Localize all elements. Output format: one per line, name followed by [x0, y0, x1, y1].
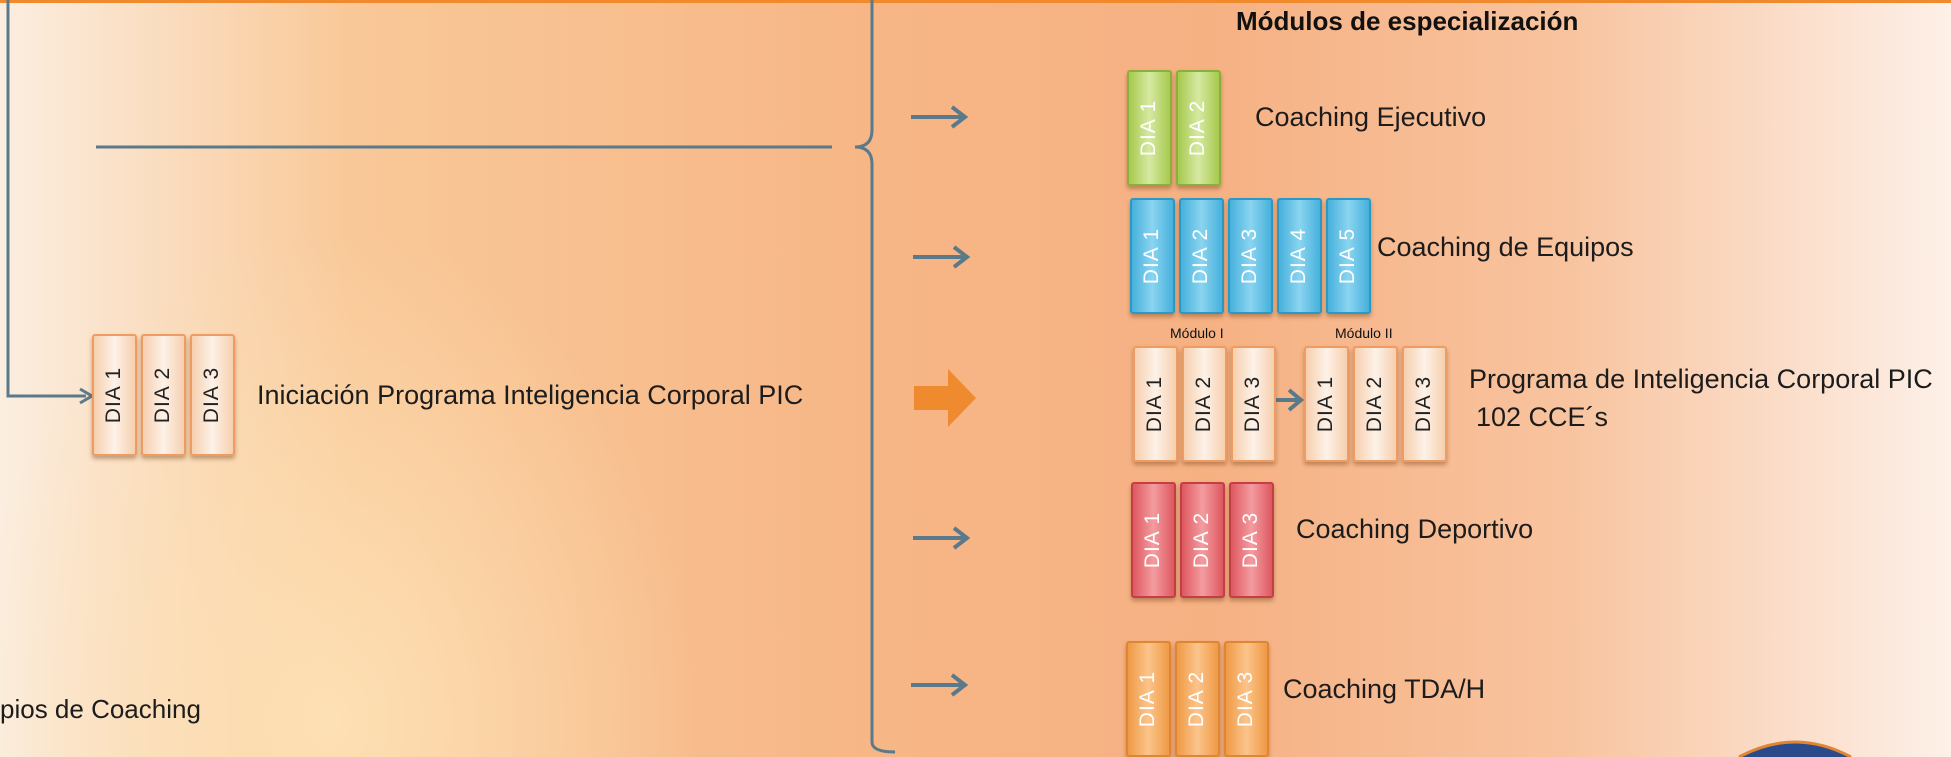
day-block: DIA 3	[1231, 346, 1276, 462]
highlight-arrow-icon	[914, 369, 976, 427]
day-block: DIA 4	[1277, 198, 1322, 314]
arrow-icon-equipos	[913, 245, 971, 269]
intro-label: Iniciación Programa Inteligencia Corpora…	[257, 380, 804, 410]
tdah-day-stack: DIA 1 DIA 2 DIA 3	[1126, 641, 1269, 757]
ejecutivo-day-stack: DIA 1 DIA 2	[1127, 70, 1221, 186]
intro-day-stack: DIA 1 DIA 2 DIA 3	[92, 334, 235, 456]
arrow-icon-tdah	[911, 673, 969, 697]
section-title: Módulos de especialización	[1236, 6, 1579, 36]
tdah-label: Coaching TDA/H	[1283, 674, 1486, 704]
arrow-icon-ejecutivo	[911, 105, 969, 129]
day-block: DIA 5	[1326, 198, 1371, 314]
day-label: DIA 5	[1336, 227, 1360, 285]
day-block: DIA 2	[1182, 346, 1227, 462]
day-label: DIA 4	[1287, 227, 1311, 285]
day-label: DIA 1	[1143, 375, 1167, 433]
day-block: DIA 1	[1126, 641, 1171, 757]
day-block: DIA 3	[190, 334, 235, 456]
pic-label-line1: Programa de Inteligencia Corporal PIC	[1469, 364, 1933, 394]
day-block: DIA 1	[92, 334, 137, 456]
curly-brace	[854, 0, 896, 754]
module-1-label: Módulo I	[1170, 325, 1224, 341]
equipos-label: Coaching de Equipos	[1377, 232, 1634, 262]
day-block: DIA 1	[1127, 70, 1172, 186]
day-label: DIA 1	[1314, 375, 1338, 433]
day-label: DIA 2	[151, 366, 175, 424]
day-block: DIA 2	[1180, 482, 1225, 598]
day-label: DIA 3	[1234, 670, 1258, 728]
day-label: DIA 3	[1241, 375, 1265, 433]
day-block: DIA 3	[1402, 346, 1447, 462]
day-block: DIA 3	[1224, 641, 1269, 757]
left-connector-line	[6, 0, 86, 398]
top-border	[0, 0, 1951, 3]
day-block: DIA 1	[1130, 198, 1175, 314]
equipos-day-stack: DIA 1 DIA 2 DIA 3 DIA 4 DIA 5	[1130, 198, 1371, 314]
pic-label-line2: 102 CCE´s	[1476, 402, 1609, 432]
day-label: DIA 1	[1136, 670, 1160, 728]
day-block: DIA 1	[1133, 346, 1178, 462]
day-block: DIA 2	[1175, 641, 1220, 757]
day-block: DIA 1	[1304, 346, 1349, 462]
day-block: DIA 2	[141, 334, 186, 456]
module-2-label: Módulo II	[1335, 325, 1393, 341]
day-label: DIA 3	[1238, 227, 1262, 285]
day-label: DIA 2	[1189, 227, 1213, 285]
bottom-left-text: pios de Coaching	[0, 694, 201, 724]
day-block: DIA 1	[1131, 482, 1176, 598]
day-label: DIA 1	[102, 366, 126, 424]
day-block: DIA 2	[1176, 70, 1221, 186]
day-block: DIA 3	[1228, 198, 1273, 314]
day-block: DIA 3	[1229, 482, 1274, 598]
day-label: DIA 3	[200, 366, 224, 424]
day-label: DIA 1	[1137, 99, 1161, 157]
day-label: DIA 2	[1186, 99, 1210, 157]
deportivo-label: Coaching Deportivo	[1296, 514, 1534, 544]
day-label: DIA 2	[1190, 511, 1214, 569]
pic-module-2-day-stack: DIA 1 DIA 2 DIA 3	[1304, 346, 1447, 462]
day-label: DIA 2	[1185, 670, 1209, 728]
day-label: DIA 2	[1363, 375, 1387, 433]
arrow-icon-deportivo	[913, 526, 971, 550]
deportivo-day-stack: DIA 1 DIA 2 DIA 3	[1131, 482, 1274, 598]
day-block: DIA 2	[1179, 198, 1224, 314]
logo-seal	[1738, 740, 1852, 757]
day-label: DIA 2	[1192, 375, 1216, 433]
day-block: DIA 2	[1353, 346, 1398, 462]
day-label: DIA 3	[1239, 511, 1263, 569]
ejecutivo-label: Coaching Ejecutivo	[1255, 102, 1487, 132]
day-label: DIA 1	[1140, 227, 1164, 285]
day-label: DIA 1	[1141, 511, 1165, 569]
day-label: DIA 3	[1412, 375, 1436, 433]
pic-module-1-day-stack: DIA 1 DIA 2 DIA 3	[1133, 346, 1276, 462]
